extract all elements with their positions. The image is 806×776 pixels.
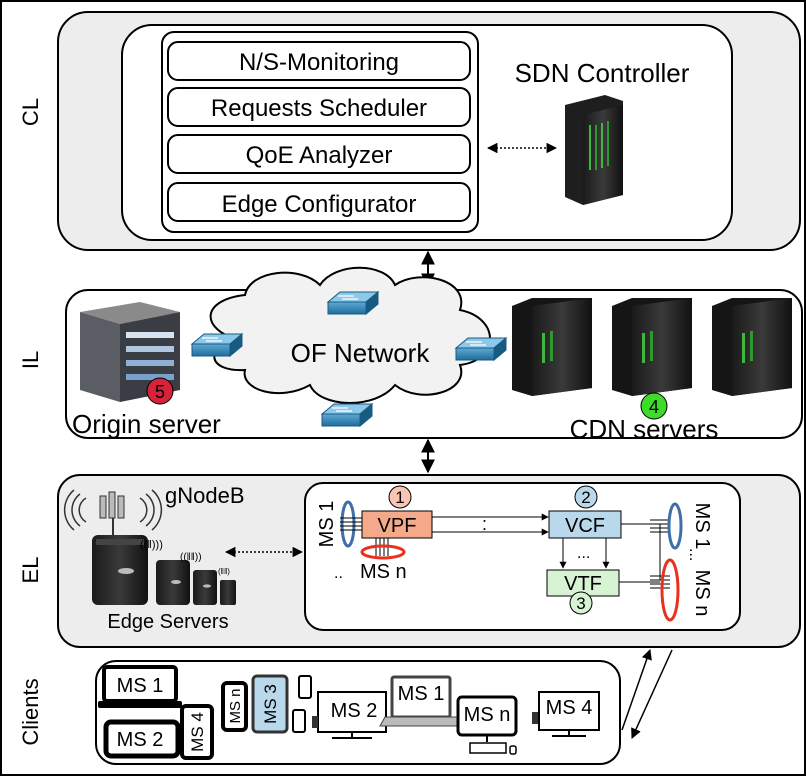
cdn-servers-label: CDN servers — [570, 414, 719, 444]
phone-icon — [292, 709, 306, 733]
edge-servers-label: Edge Servers — [107, 611, 228, 633]
tv-icon — [532, 691, 600, 737]
msn-right-label: MS n — [691, 570, 713, 617]
ms2-tv-label: MS 2 — [331, 700, 378, 722]
vpf-box — [361, 510, 433, 539]
module-ns-monitoring: N/S-Monitoring — [239, 49, 399, 76]
layer-label-cl: CL — [18, 98, 43, 126]
cdn-badge — [640, 392, 668, 420]
msn-bottom-label: MS n — [360, 561, 407, 583]
cdn-badge-number: 4 — [649, 397, 659, 417]
ms1-right-label: MS 1 — [691, 503, 713, 550]
vtf-box — [546, 569, 620, 597]
clients-el-arrow — [631, 649, 673, 739]
origin-badge-number: 5 — [155, 382, 165, 402]
left-dots: .. — [334, 565, 343, 582]
vpf-label: VPF — [378, 515, 417, 537]
small-antenna-glyph: ((‖‖)) — [180, 552, 202, 563]
module-qoe-analyzer: QoE Analyzer — [246, 142, 393, 169]
ms2-tablet-label: MS 2 — [117, 729, 164, 751]
msn-phone-label: MS n — [227, 688, 244, 723]
network-switch-icon — [327, 291, 379, 315]
phone-icon — [221, 681, 248, 732]
cdn-server-icon — [612, 298, 692, 396]
gnodeb-label: gNodeB — [165, 483, 245, 508]
vtf-label: VTF — [564, 573, 602, 595]
layer-label-el: EL — [18, 557, 43, 584]
of-network-label: OF Network — [291, 338, 431, 368]
vtf-badge — [569, 591, 593, 615]
sdn-server-icon — [565, 95, 623, 205]
tv-icon — [312, 691, 387, 739]
vtf-badge-number: 3 — [576, 594, 585, 613]
module-box-edge-configurator — [167, 182, 471, 222]
network-switch-icon — [191, 333, 243, 357]
phone-icon — [298, 675, 312, 699]
laptop-icon — [379, 675, 463, 727]
network-switch-icon — [321, 403, 373, 427]
tablet-icon — [103, 719, 181, 759]
ms1-laptop2-label: MS 1 — [398, 683, 445, 705]
msn-stream-bottom — [360, 544, 406, 560]
ms1-stream-right — [667, 502, 683, 550]
msn-desktop-label: MS n — [464, 704, 511, 726]
module-edge-configurator: Edge Configurator — [222, 191, 417, 218]
vcf-box — [548, 510, 622, 539]
module-box-ns-monitoring — [167, 41, 471, 81]
right-dots: ... — [686, 548, 703, 561]
small-antenna-glyph: ((‖))) — [140, 539, 163, 551]
edge-server-icon — [156, 560, 190, 605]
ms3-tablet-label: MS 3 — [261, 684, 280, 724]
ms4-phone-label: MS 4 — [188, 712, 207, 752]
sdn-controller-title: SDN Controller — [515, 58, 690, 88]
edge-server-icon — [220, 580, 236, 605]
ms1-stream-left — [340, 500, 356, 548]
phone-icon — [180, 704, 214, 760]
module-box-requests-scheduler — [167, 87, 471, 127]
of-network-cloud — [209, 266, 491, 404]
layer-label-clients: Clients — [18, 678, 43, 745]
vpf-badge-number: 1 — [395, 488, 404, 507]
cdn-server-icon — [712, 298, 792, 396]
module-box-qoe-analyzer — [167, 134, 471, 174]
vpf-vcf-dots: : — [482, 514, 487, 534]
ms4-tv-label: MS 4 — [546, 697, 593, 719]
small-antenna-glyph: (‖‖) — [218, 567, 230, 576]
origin-server-label: Origin server — [72, 409, 221, 439]
cdn-server-icon — [512, 298, 592, 396]
el-clients-arrow — [621, 649, 652, 731]
origin-badge — [146, 377, 174, 405]
msn-stream-right — [660, 558, 680, 622]
vcf-badge — [574, 485, 598, 509]
laptop-icon — [98, 665, 182, 708]
module-requests-scheduler: Requests Scheduler — [211, 95, 427, 122]
network-switch-icon — [455, 337, 507, 361]
gnodeb-antenna-icon — [63, 489, 163, 538]
layer-label-il: IL — [18, 351, 43, 369]
tablet-icon — [251, 674, 289, 734]
edge-server-icon — [92, 535, 148, 605]
ms1-laptop-label: MS 1 — [117, 675, 164, 697]
vcf-badge-number: 2 — [581, 488, 590, 507]
edge-server-icon — [193, 570, 217, 605]
ms1-left-label: MS 1 — [316, 501, 338, 548]
vcf-label: VCF — [565, 515, 605, 537]
desktop-icon — [456, 695, 518, 755]
vpf-badge — [388, 485, 412, 509]
vcf-vtf-dots: ... — [577, 545, 590, 562]
